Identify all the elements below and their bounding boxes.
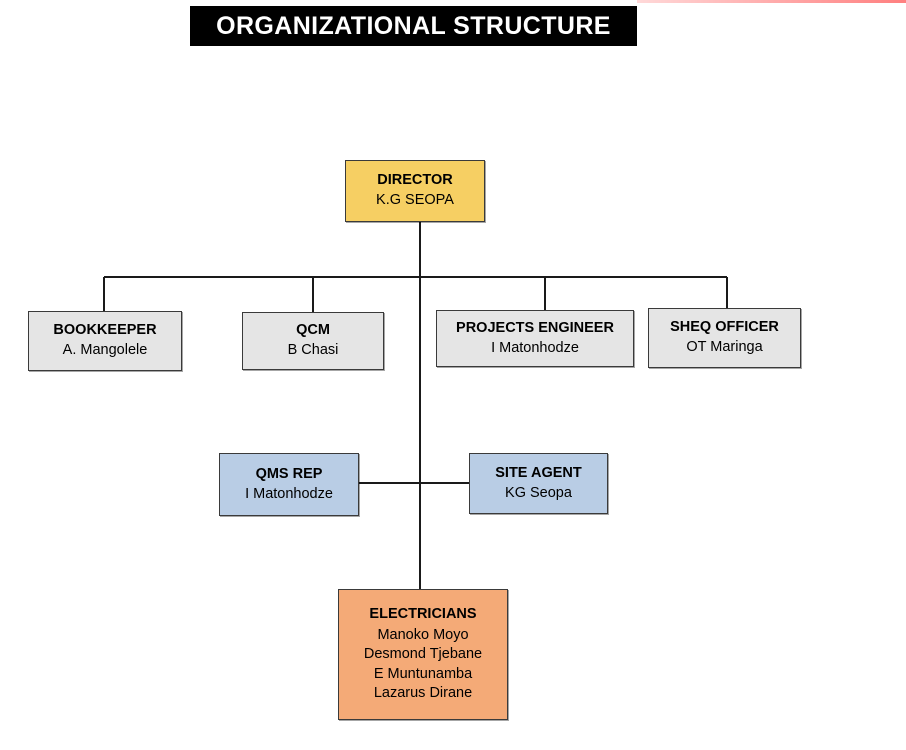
node-sheq-officer[interactable]: SHEQ OFFICER OT Maringa bbox=[648, 308, 801, 368]
node-projects-engineer-person: I Matonhodze bbox=[491, 339, 579, 356]
node-qcm-role: QCM bbox=[296, 322, 330, 339]
page-title-banner: ORGANIZATIONAL STRUCTURE bbox=[190, 6, 637, 46]
node-director-person: K.G SEOPA bbox=[376, 192, 454, 208]
node-electricians-person-2: Desmond Tjebane bbox=[363, 646, 483, 663]
node-qms-rep-person: I Matonhodze bbox=[245, 485, 333, 502]
node-projects-engineer[interactable]: PROJECTS ENGINEER I Matonhodze bbox=[436, 310, 634, 367]
node-qcm[interactable]: QCM B Chasi bbox=[242, 312, 384, 370]
node-electricians[interactable]: ELECTRICIANS Manoko Moyo Desmond Tjebane… bbox=[338, 589, 508, 720]
node-director-role: DIRECTOR bbox=[377, 172, 453, 189]
node-site-agent-person: KG Seopa bbox=[505, 484, 572, 501]
node-sheq-officer-person: OT Maringa bbox=[686, 339, 763, 355]
node-bookkeeper[interactable]: BOOKKEEPER A. Mangolele bbox=[28, 311, 182, 371]
top-edge-rule bbox=[637, 0, 906, 3]
node-qms-rep-role: QMS REP bbox=[255, 465, 323, 482]
node-electricians-person-4: Lazarus Dirane bbox=[373, 685, 473, 702]
node-site-agent[interactable]: SITE AGENT KG Seopa bbox=[469, 453, 608, 514]
node-sheq-officer-role: SHEQ OFFICER bbox=[670, 319, 779, 336]
node-site-agent-role: SITE AGENT bbox=[495, 464, 582, 481]
node-projects-engineer-role: PROJECTS ENGINEER bbox=[456, 319, 614, 336]
node-qcm-person: B Chasi bbox=[287, 342, 339, 358]
node-bookkeeper-role: BOOKKEEPER bbox=[53, 322, 157, 339]
node-electricians-role: ELECTRICIANS bbox=[369, 606, 477, 623]
node-director[interactable]: DIRECTOR K.G SEOPA bbox=[345, 160, 485, 222]
page-title: ORGANIZATIONAL STRUCTURE bbox=[216, 11, 611, 40]
node-qms-rep[interactable]: QMS REP I Matonhodze bbox=[219, 453, 359, 516]
node-electricians-person-1: Manoko Moyo bbox=[377, 626, 469, 643]
node-electricians-person-3: E Muntunamba bbox=[373, 665, 473, 682]
node-bookkeeper-person: A. Mangolele bbox=[62, 342, 148, 358]
